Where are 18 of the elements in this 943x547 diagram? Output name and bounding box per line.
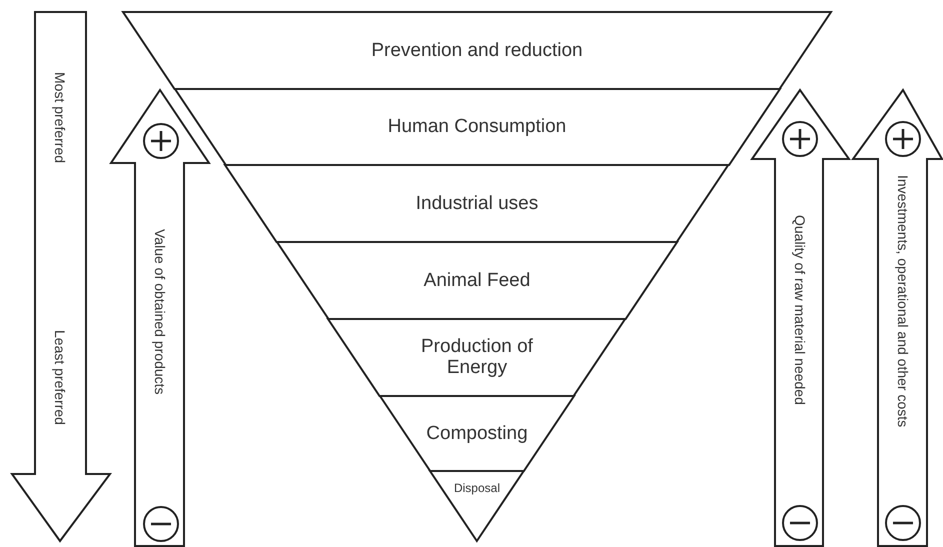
- level-label: Production of Energy: [420, 336, 534, 380]
- hierarchy-level: [225, 165, 729, 242]
- hierarchy-level: [328, 319, 626, 396]
- axis-label: Least preferred: [52, 330, 68, 425]
- axis-label: Value of obtained products: [152, 229, 168, 395]
- level-label: Disposal: [454, 482, 500, 496]
- axis-label: Most preferred: [52, 72, 68, 164]
- level-label: Prevention and reduction: [371, 40, 583, 62]
- level-label: Human Consumption: [388, 116, 566, 138]
- hierarchy-level: [123, 12, 831, 89]
- axis-label: Investments, operational and other costs: [895, 175, 911, 428]
- level-label: Composting: [426, 422, 528, 444]
- level-label: Animal Feed: [424, 270, 530, 292]
- level-label: Industrial uses: [416, 192, 538, 214]
- hierarchy-level: [276, 242, 678, 319]
- hierarchy-level: [174, 89, 780, 165]
- hierarchy-tip: [430, 471, 524, 541]
- axis-label: Quality of raw material needed: [792, 215, 808, 405]
